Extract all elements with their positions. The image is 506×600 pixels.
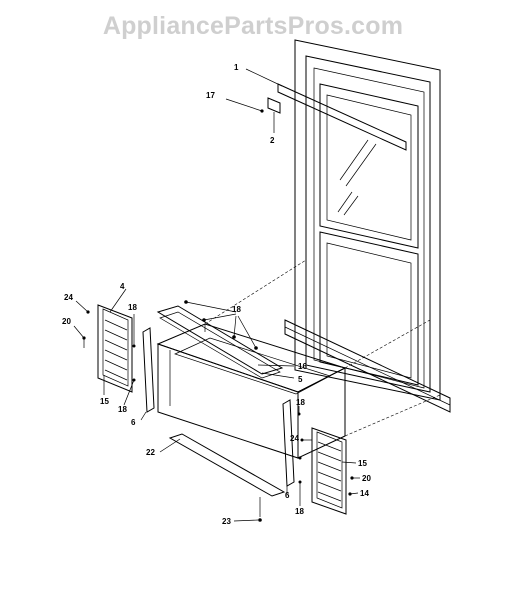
left-curtain-panel: [73, 288, 136, 406]
label-part-2: 2: [270, 136, 275, 145]
label-part-6-right: 6: [285, 491, 290, 500]
watermark-logo: AppliancePartsPros.com: [102, 12, 404, 40]
label-part-24-right: 24: [290, 434, 299, 443]
label-part-23: 23: [222, 517, 231, 526]
bottom-seal-part: [159, 433, 286, 497]
label-part-18-right-top: 18: [296, 398, 305, 407]
left-vertical-channel: [140, 327, 155, 421]
label-part-14: 14: [360, 489, 369, 498]
window-frame: [284, 39, 451, 413]
label-part-18-channel: 18: [232, 305, 241, 314]
label-part-22: 22: [146, 448, 155, 457]
cabinet-sleeve: [156, 259, 441, 459]
label-part-17: 17: [206, 91, 215, 100]
label-part-20-right: 20: [362, 474, 371, 483]
right-vertical-channel: [282, 399, 295, 494]
top-rail-part: [245, 68, 407, 151]
label-part-18-left-top: 18: [128, 303, 137, 312]
right-curtain-panel: [297, 406, 360, 515]
top-channel-part: [156, 300, 295, 379]
label-part-18-right-bottom: 18: [295, 507, 304, 516]
label-part-6-left: 6: [131, 418, 136, 427]
label-part-1: 1: [234, 63, 239, 72]
label-part-15-left: 15: [100, 397, 109, 406]
label-part-20-left: 20: [62, 317, 71, 326]
label-part-4: 4: [120, 282, 125, 291]
label-part-15-right: 15: [358, 459, 367, 468]
label-part-18-left-bottom: 18: [118, 405, 127, 414]
foot-screw-part: [233, 497, 262, 522]
label-part-24-left: 24: [64, 293, 73, 302]
label-part-5: 5: [298, 375, 303, 384]
part-labels: 1 17 2 4 24 18 20 18 16 5 15 18 6 18 24 …: [62, 63, 371, 526]
label-part-16: 16: [298, 362, 307, 371]
bracket-part: [225, 97, 281, 133]
